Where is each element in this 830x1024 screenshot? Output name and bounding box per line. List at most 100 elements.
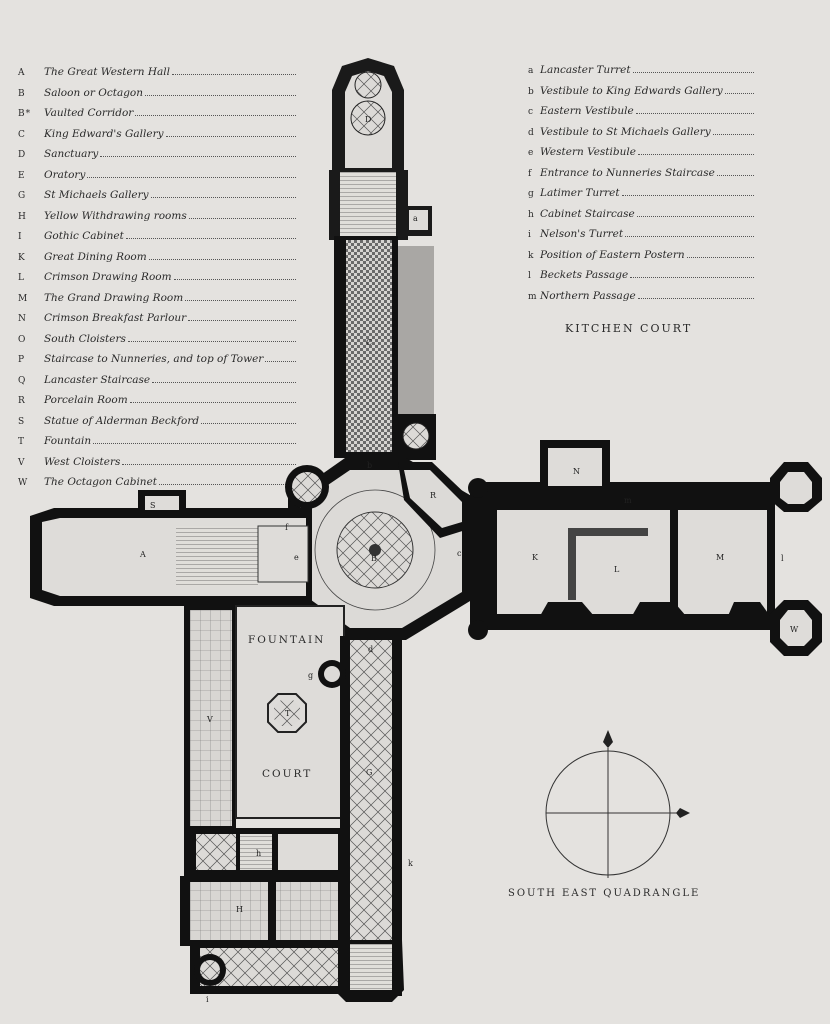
legend-label: Vaulted Corridor	[44, 107, 134, 119]
legend-key: C	[18, 129, 26, 140]
plan-label-D: D	[365, 115, 371, 124]
legend-label: Northern Passage	[540, 289, 636, 302]
legend-label: Lancaster Turret	[540, 64, 631, 76]
legend-key: Q	[18, 375, 27, 386]
legend-leader-dots	[129, 392, 296, 403]
legend-label: Beckets Passage	[540, 269, 629, 281]
legend-key: i	[528, 230, 532, 240]
legend-key: S	[18, 416, 26, 427]
plan-label-h: h	[256, 849, 261, 858]
legend-key: I	[18, 232, 23, 242]
st-michaels-gallery	[318, 636, 404, 1002]
legend-entry: S Statue of Alderman Beckford	[18, 412, 296, 433]
legend-label: Fountain	[44, 435, 92, 447]
legend-label: Yellow Withdrawing rooms	[44, 209, 187, 222]
legend-label: Great Dining Room	[44, 250, 147, 263]
legend-key: B*	[18, 109, 32, 119]
legend-entry: V West Cloisters	[18, 453, 296, 474]
legend-label: Cabinet Staircase	[540, 207, 635, 220]
legend-key: l	[528, 271, 532, 281]
legend-label: The Grand Drawing Room	[44, 291, 184, 304]
legend-key: a	[528, 66, 535, 76]
legend-key: H	[18, 211, 27, 222]
legend-label: Crimson Breakfast Parlour	[44, 312, 187, 324]
legend-label: Lancaster Staircase	[44, 373, 151, 386]
legend-leader-dots	[100, 146, 296, 157]
central-octagon	[285, 458, 475, 640]
plan-label-H: H	[236, 905, 243, 914]
legend-label: Western Vestibule	[540, 146, 636, 158]
legend-label: Saloon or Octagon	[44, 86, 144, 99]
legend-key: N	[18, 314, 27, 324]
legend-entry: M The Grand Drawing Room	[18, 289, 296, 310]
plan-label-G: G	[366, 768, 372, 777]
plan-label-R: R	[430, 491, 437, 500]
legend-entry: l Beckets Passage	[528, 266, 754, 287]
legend-leader-dots	[621, 185, 754, 196]
legend-key: V	[18, 457, 26, 468]
plan-label-T: T	[285, 709, 291, 718]
plan-label-c: c	[457, 549, 462, 558]
legend-leader-dots	[150, 187, 296, 198]
legend-entry: Q Lancaster Staircase	[18, 371, 296, 392]
plan-label-N: N	[573, 467, 580, 476]
legend-leader-dots	[185, 290, 296, 301]
legend-leader-dots	[625, 226, 754, 237]
legend-key: A	[18, 68, 26, 78]
legend-leader-dots	[152, 372, 296, 383]
legend-label: Oratory	[44, 168, 86, 181]
legend-key: P	[18, 355, 26, 365]
plan-label-i: i	[206, 995, 209, 1004]
legend-key: e	[528, 148, 535, 158]
legend-key: E	[18, 170, 26, 181]
legend-key: d	[528, 127, 535, 138]
legend-leader-dots	[637, 144, 754, 155]
plan-label-M: M	[716, 553, 724, 562]
legend-leader-dots	[716, 165, 754, 176]
legend-key: L	[18, 273, 25, 283]
legend-entry: B* Vaulted Corridor	[18, 104, 296, 125]
legend-key: f	[528, 168, 533, 179]
south-cloisters	[180, 828, 344, 994]
legend-entry: B Saloon or Octagon	[18, 84, 296, 105]
legend-leader-dots	[171, 64, 296, 75]
legend-label: West Cloisters	[44, 455, 121, 468]
legend-key: K	[18, 252, 26, 263]
legend-label: Entrance to Nunneries Staircase	[540, 166, 715, 179]
plan-label-K: K	[532, 553, 539, 562]
king-edwards-gallery	[334, 236, 436, 460]
legend-entry: f Entrance to Nunneries Staircase	[528, 164, 754, 185]
legend-label: Statue of Alderman Beckford	[44, 414, 200, 427]
plan-label-a: a	[413, 214, 418, 223]
legend-key: M	[18, 293, 29, 304]
great-western-hall	[30, 490, 312, 606]
plan-label-g: g	[308, 671, 313, 680]
legend-key: k	[528, 250, 535, 261]
legend-leader-dots	[87, 167, 296, 178]
legend-entry: E Oratory	[18, 166, 296, 187]
legend-leader-dots	[159, 474, 296, 485]
legend-key: c	[528, 107, 535, 117]
legend-entry: a Lancaster Turret	[528, 61, 754, 82]
legend-leader-dots	[686, 247, 754, 258]
plan-label-m: m	[624, 496, 632, 505]
legend-entry: H Yellow Withdrawing rooms	[18, 207, 296, 228]
legend-key: B	[18, 88, 26, 99]
legend-key: T	[18, 437, 26, 447]
legend-key: m	[528, 291, 538, 302]
caption-kitchen-court: KITCHEN COURT	[565, 322, 693, 335]
plan-label-f: f	[285, 523, 289, 532]
legend-leader-dots	[630, 267, 754, 278]
legend-leader-dots	[637, 288, 754, 299]
legend-entry: e Western Vestibule	[528, 143, 754, 164]
